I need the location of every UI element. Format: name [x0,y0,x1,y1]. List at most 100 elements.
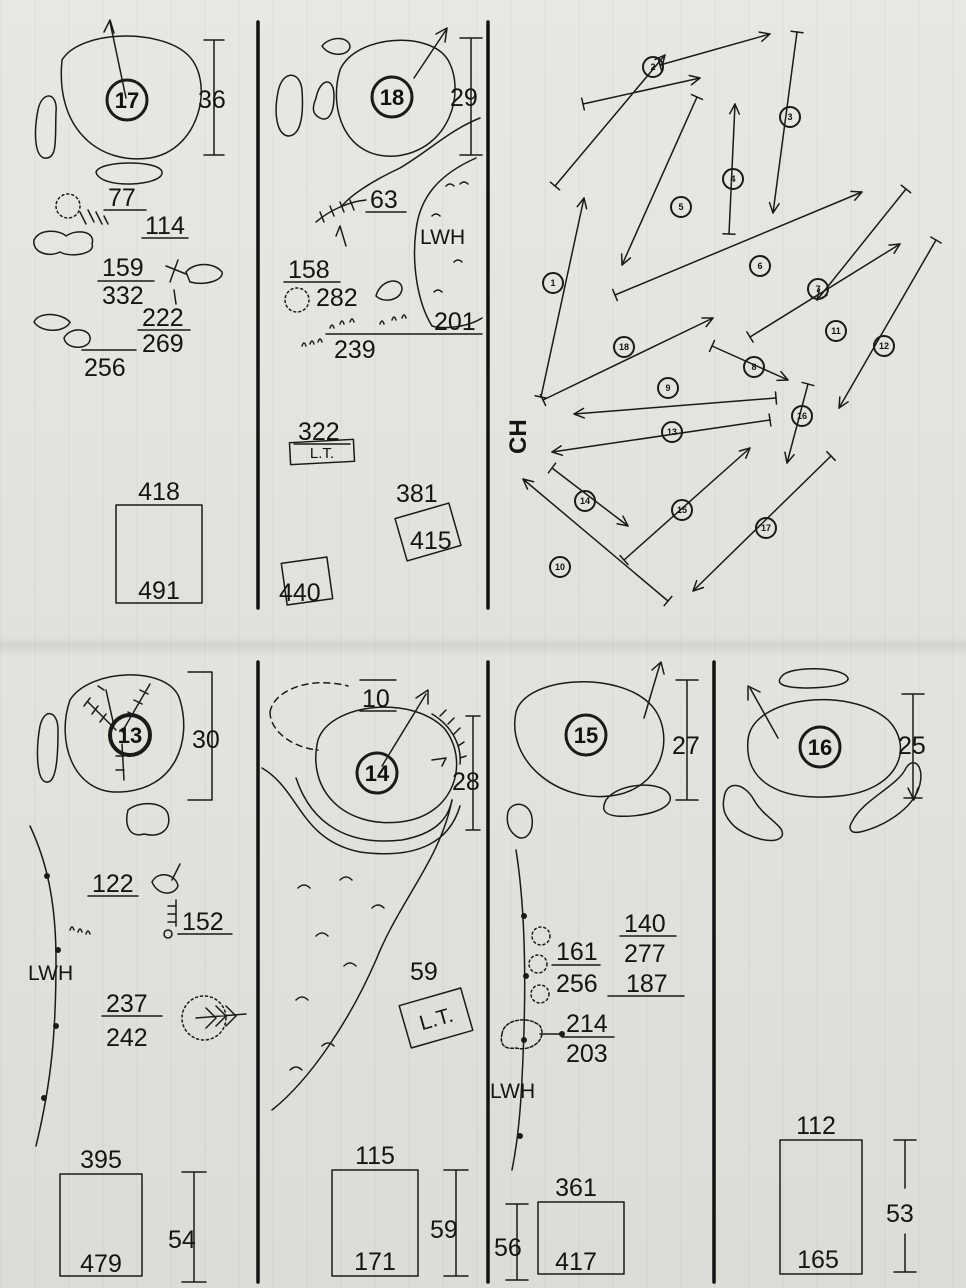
bunker [506,803,533,839]
tee-yardage-top: 112 [796,1112,836,1140]
hole-badge-9: 9 [657,377,679,399]
bunker [63,329,91,348]
tee-box [331,1169,419,1277]
green-depth: 29 [450,84,478,112]
panel-hole-16: 16 25 112 165 53 [722,668,926,1275]
yardage: 187 [626,970,668,998]
svg-text:9: 9 [665,383,670,393]
tee-yardage-inner: 415 [410,527,452,555]
svg-text:8: 8 [751,362,756,372]
hole-badge-3: 3 [779,106,801,128]
routing-line [816,184,912,301]
hole-badge-18: 18 [613,336,635,358]
bunker [778,668,849,689]
hole-badge-7: 7 [807,278,829,300]
bunker [321,37,351,55]
yardage: 269 [142,330,184,358]
yardage: 242 [106,1024,148,1052]
svg-text:7: 7 [815,284,820,294]
routing-line [551,413,772,457]
routing-line [580,74,701,111]
yardage: 114 [145,212,185,240]
hole-badge-13: 13 [661,421,683,443]
hole-number-badge [355,751,399,795]
tee-depth: 59 [430,1216,458,1244]
routing-line [692,450,836,592]
tee-box [115,504,203,604]
yardage: 140 [624,910,666,938]
hole-badge-8: 8 [743,356,765,378]
yardage: 158 [288,256,330,284]
tee-yardage-top: 115 [355,1142,395,1170]
landing-tee-label: L.T. [417,1004,456,1035]
tee-yardage-top: 395 [80,1146,122,1174]
hole-badge-1: 1 [542,272,564,294]
hole-badge-4: 4 [722,168,744,190]
hole-badge-11: 11 [825,320,847,342]
green-depth: 36 [198,86,226,114]
landing-tee-box [398,987,474,1049]
yardage: 152 [182,908,224,936]
hole-number: 17 [115,88,139,113]
routing-line [573,391,778,419]
front-yardage: 10 [362,685,390,713]
svg-text:5: 5 [678,202,683,212]
landing-tee-yardage: 59 [410,958,438,986]
hole-number-badge [564,713,608,757]
panel-hole-13: 13 30 LWH 122 152 237 242 395 479 54 [28,671,247,1283]
routing-line [539,317,714,407]
bunker-edge [315,199,367,223]
tee-depth: 54 [168,1226,196,1254]
green-depth: 28 [452,768,480,796]
panel-dividers [256,20,716,1284]
svg-text:13: 13 [667,427,677,437]
bunker [36,713,59,783]
yardage: 214 [566,1010,608,1038]
routing-line [746,243,901,343]
yardage: 63 [370,186,398,214]
bunker [34,95,57,159]
routing-line [784,381,815,464]
tee-yardage: 440 [279,579,321,607]
svg-text:11: 11 [831,326,841,336]
tee-box [59,1173,143,1277]
hole-number-badge [108,713,152,757]
green-depth: 30 [192,726,220,754]
tee-yardage-bottom: 491 [138,577,180,605]
yardage: 77 [108,184,136,212]
green-16 [747,698,902,798]
tree-icon [33,313,71,331]
tree-icon [151,863,181,927]
bunker [849,762,922,834]
tee-yardage-bottom: 479 [80,1250,122,1278]
yardage: 203 [566,1040,608,1068]
hole-badge-6: 6 [749,255,771,277]
hazard-line [29,825,57,1147]
panel-hole-18: 18 29 LWH 63 158 282 201 239 322 L.T. 38… [275,27,483,607]
green-14 [315,706,458,824]
green-depth: 25 [898,732,926,760]
hole-badge-2: 2 [642,56,664,78]
tree-icon [181,995,247,1041]
hazard-label: LWH [490,1080,535,1103]
green-15 [513,681,665,798]
yardage: 201 [434,308,476,336]
hole-badge-12: 12 [873,335,895,357]
hole-number-badge [798,725,842,769]
panel-hole-17: 17 36 77 114 159 332 222 269 256 418 491 [33,19,226,605]
bunker [722,784,784,842]
yardage: 122 [92,870,134,898]
svg-text:2: 2 [650,62,655,72]
routing-line [547,462,629,527]
green-17 [60,35,202,160]
panel-hole-15: 15 27 LWH 140 161 277 256 187 214 203 36… [490,661,700,1281]
yardage: 161 [556,938,598,966]
tee-box [280,556,334,606]
tee-yardage-bottom: 165 [797,1246,839,1274]
tee-yardage-bottom: 417 [555,1248,597,1276]
green-depth-marker [203,39,225,156]
routing-line [838,236,942,409]
svg-text:10: 10 [555,562,565,572]
hole-badge-5: 5 [670,196,692,218]
